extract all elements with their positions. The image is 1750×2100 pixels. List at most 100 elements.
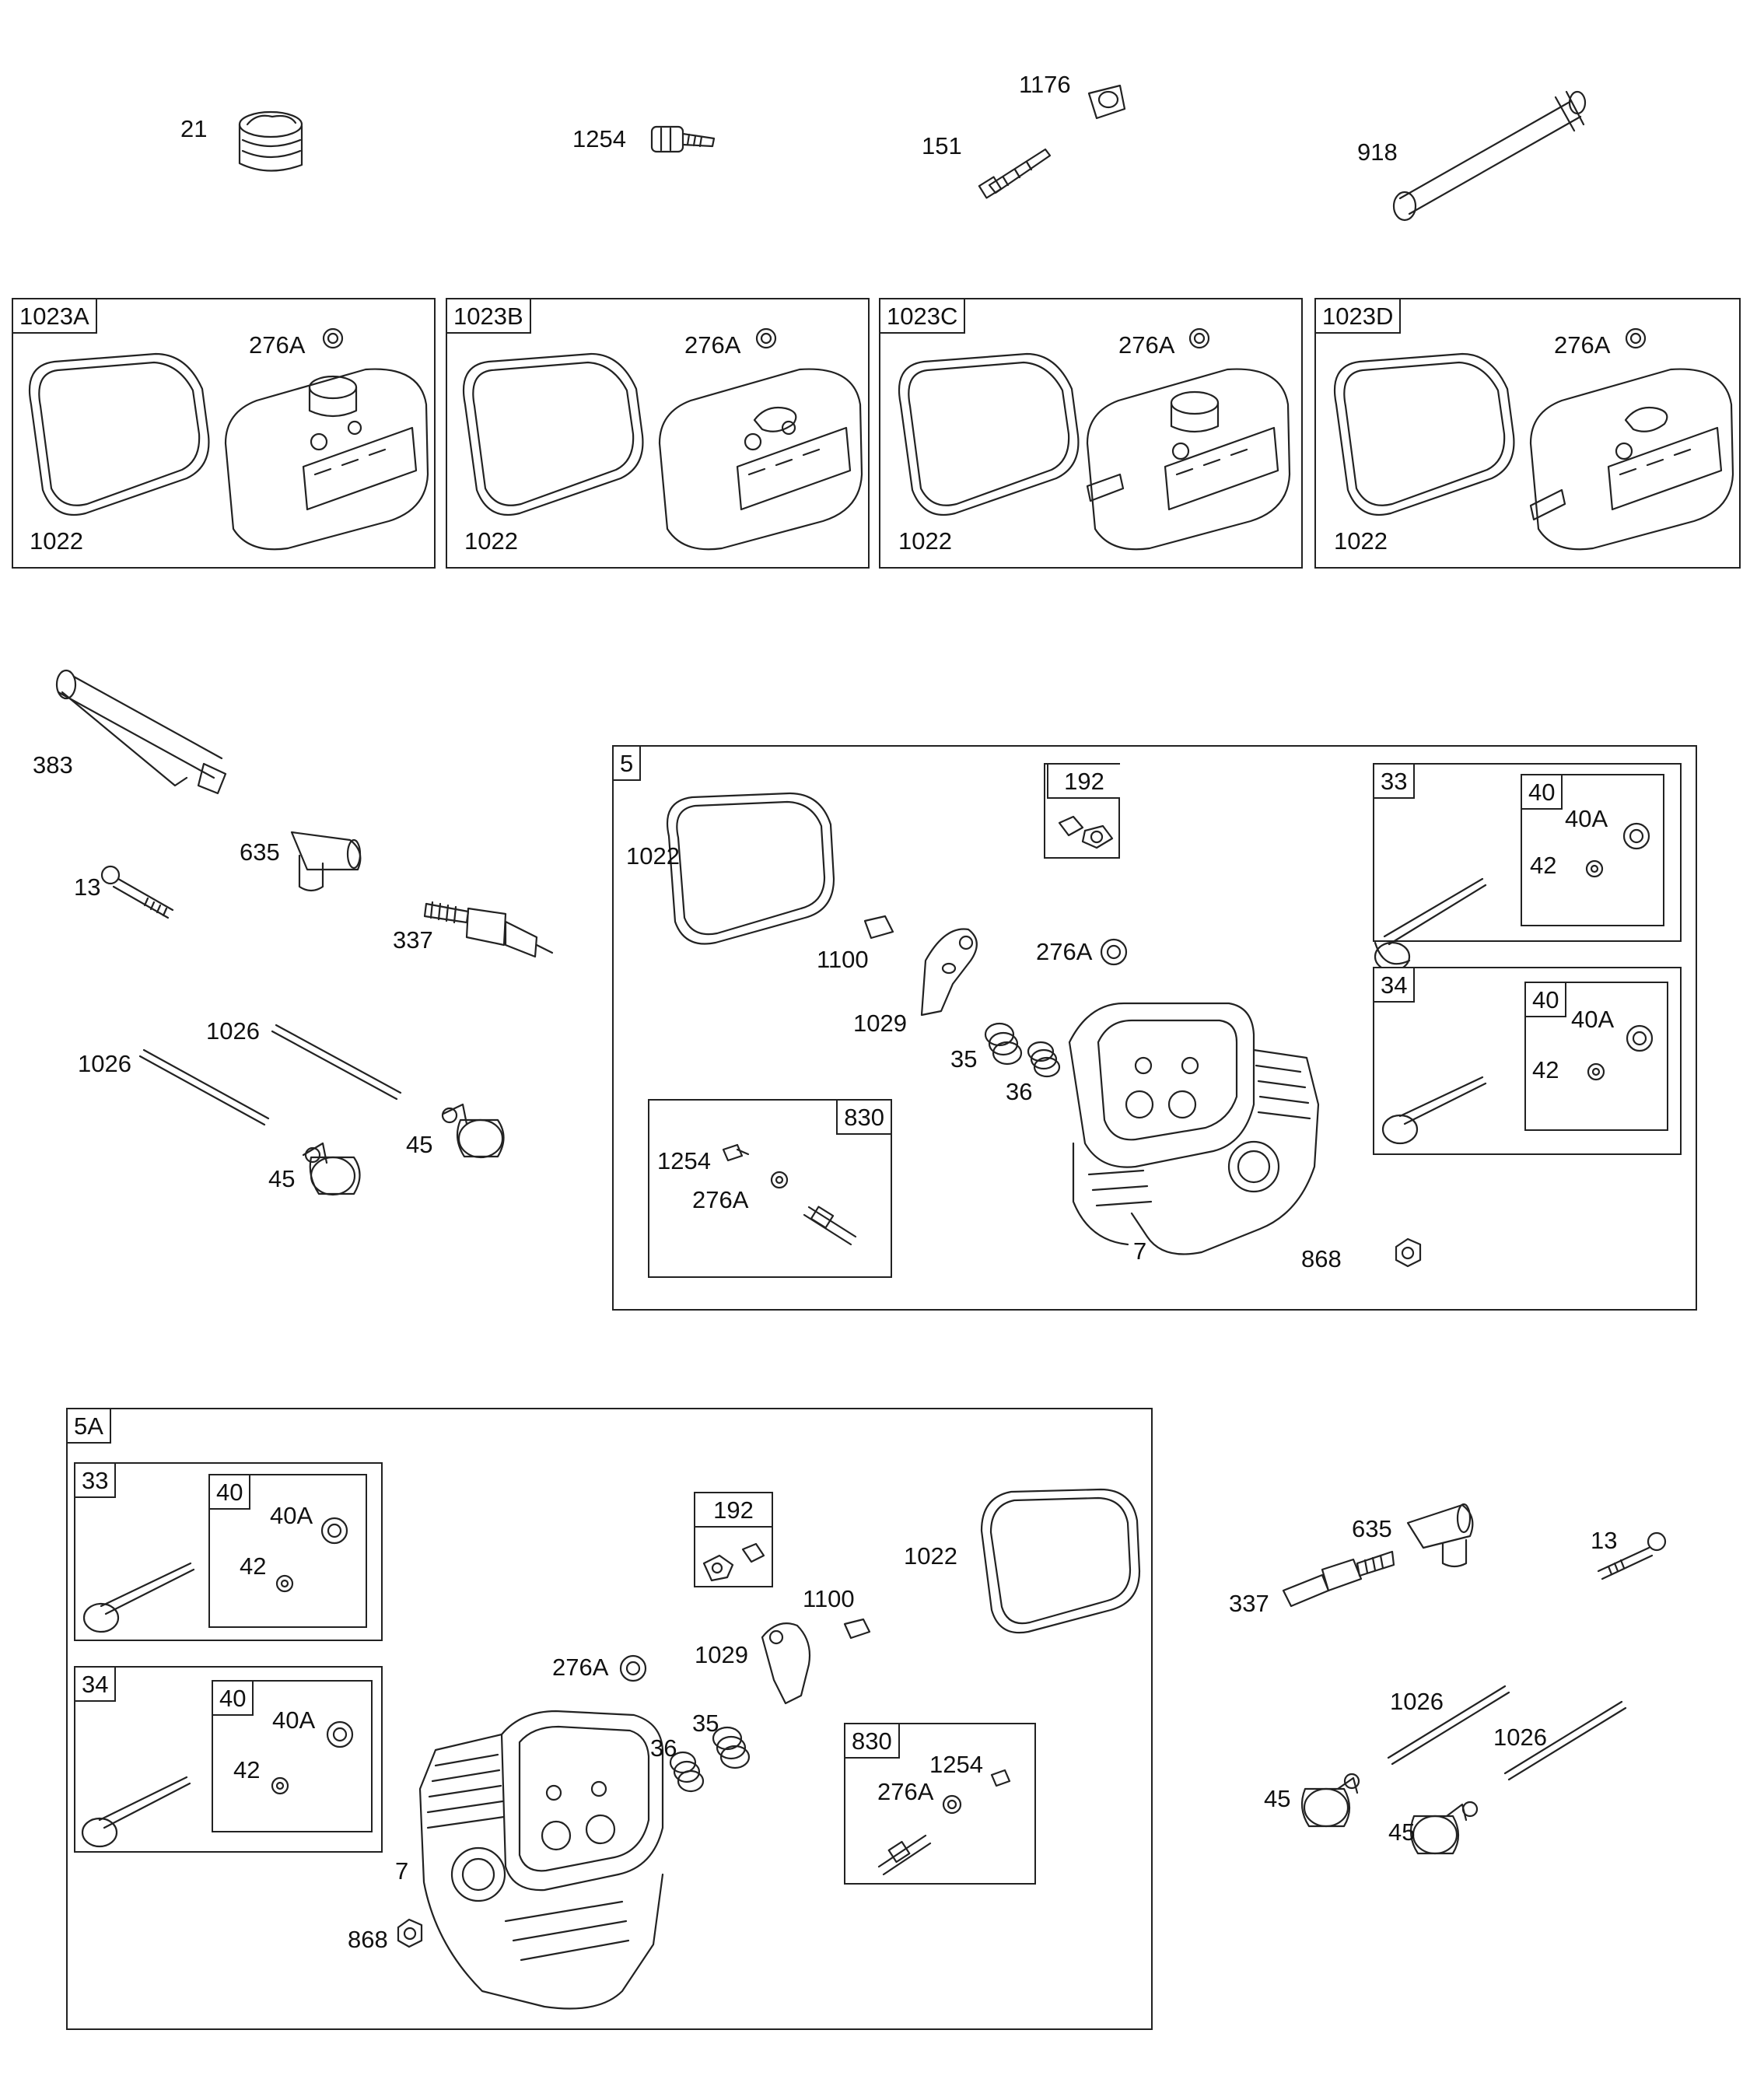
head-5a-stud-kit-box: 830: [844, 1723, 1036, 1885]
left-plug-label: 337: [393, 926, 433, 954]
kit-b-gasket-label: 1022: [464, 527, 518, 555]
kit-tag-1023c: 1023C: [880, 299, 966, 334]
head-5a-rocker-icon: [761, 1622, 811, 1705]
spark-plug-icon: [423, 901, 554, 958]
grommet-icon: [1087, 84, 1126, 120]
cover-1023a-icon: [224, 368, 429, 551]
head-5a-spring-a-label: 35: [692, 1710, 719, 1737]
part-label-151: 151: [922, 132, 962, 159]
kit-box-1023b: 1023B: [446, 298, 870, 569]
head-5-nut-icon: [1395, 1237, 1422, 1268]
right-bolt-label: 13: [1591, 1527, 1618, 1554]
head-5-rocker-label: 1029: [853, 1010, 907, 1037]
head-5-34-keeper-label: 42: [1532, 1056, 1559, 1083]
push-rod-a-icon: [138, 1048, 270, 1126]
spark-plug-boot-icon: [290, 831, 362, 892]
head-5a-nut-kit-tag: 192: [695, 1493, 772, 1528]
head-5a-keeper-kit-33-tag: 40: [210, 1475, 251, 1510]
right-boot-label: 635: [1352, 1515, 1392, 1542]
screw-icon: [650, 125, 716, 153]
head-5a-valve-34-tag: 34: [75, 1668, 117, 1702]
head-5-washer-label: 276A: [1036, 938, 1093, 965]
head-5a-keeper-kit-33-box: 40: [208, 1474, 367, 1628]
head-5a-nut-kit-icon: [702, 1542, 765, 1582]
head-5-cylinder-head-icon: [1068, 1002, 1320, 1255]
right-tappet-a-label: 45: [1264, 1785, 1291, 1812]
head-5-valve-34-tag: 34: [1374, 968, 1416, 1003]
head-5a-nut-label: 868: [348, 1926, 388, 1953]
assembly-box-5a: 5A: [66, 1408, 1153, 2030]
head-5-valve-33-icon: [1374, 877, 1487, 972]
cover-1023b-icon: [658, 368, 863, 551]
head-5a-gasket-icon: [980, 1488, 1141, 1634]
head-5a-keeper-kit-34-tag: 40: [213, 1682, 254, 1716]
left-rod-b-label: 1026: [206, 1017, 260, 1045]
head-5a-keeper-kit-34-box: 40: [212, 1680, 373, 1832]
kit-box-1023a: 1023A: [12, 298, 436, 569]
fitting-icon: [978, 148, 1052, 199]
right-plug-label: 337: [1229, 1590, 1269, 1617]
breather-tube-icon: [1392, 90, 1587, 222]
assembly-tag-5: 5: [614, 747, 642, 781]
head-5-spring-35-icon: [984, 1022, 1023, 1066]
head-5-nut-kit-icon: [1058, 815, 1114, 849]
left-bolt-label: 13: [74, 873, 101, 901]
head-5-valve-34-icon: [1381, 1076, 1487, 1145]
head-5a-stud-washer-label: 276A: [877, 1778, 934, 1805]
left-tappet-a-label: 45: [268, 1165, 296, 1192]
head-5a-34-retainer-label: 40A: [272, 1706, 316, 1734]
bolt-13-icon: [100, 865, 174, 919]
part-label-1176: 1176: [1019, 71, 1071, 98]
right-bolt-icon: [1597, 1531, 1667, 1580]
head-5-spring-36-icon: [1027, 1041, 1061, 1078]
kit-tag-1023b: 1023B: [447, 299, 531, 334]
head-5a-cylinder-head-icon: [418, 1710, 664, 2010]
right-tappet-b-label: 45: [1388, 1818, 1416, 1846]
right-boot-icon: [1406, 1503, 1474, 1568]
head-5a-valve-33-tag: 33: [75, 1464, 117, 1498]
head-5-valve-33-tag: 33: [1374, 765, 1416, 799]
head-5-keeper-kit-34-box: 40: [1524, 982, 1668, 1131]
head-5-stud-washer-label: 276A: [692, 1186, 749, 1213]
head-5a-nut-kit-box: 192: [694, 1492, 773, 1587]
cover-1023d-icon: [1529, 368, 1734, 551]
kit-a-gasket-label: 1022: [30, 527, 83, 555]
part-label-21: 21: [180, 115, 208, 142]
head-5-33-keeper-label: 42: [1530, 852, 1557, 879]
head-5a-valve-34-box: 34: [74, 1666, 383, 1853]
kit-box-1023c: 1023C: [879, 298, 1303, 569]
kit-tag-1023a: 1023A: [13, 299, 97, 334]
tappet-b-icon: [441, 1103, 505, 1159]
head-5-valve-34-box: 34: [1373, 967, 1682, 1155]
push-rod-b-icon: [271, 1024, 402, 1101]
head-5a-rocker-label: 1029: [695, 1641, 748, 1668]
head-5a-spring-36-icon: [669, 1751, 705, 1793]
cover-1023c-icon: [1086, 368, 1291, 551]
oil-fill-cap-icon: [238, 110, 303, 172]
head-5a-stud-kit-parts-icon: [877, 1769, 1011, 1876]
head-5-nut-kit-box: 192: [1044, 763, 1120, 859]
kit-c-washer-label: 276A: [1118, 331, 1175, 359]
kit-b-washer-label: 276A: [684, 331, 741, 359]
gasket-1023b-icon: [462, 352, 644, 516]
head-5a-34-keeper-label: 42: [233, 1756, 261, 1783]
head-5a-valve-33-icon: [82, 1562, 195, 1633]
head-5a-spring-b-label: 36: [650, 1734, 677, 1762]
head-5a-33-retainer-label: 40A: [270, 1502, 313, 1529]
head-5a-stud-kit-tag: 830: [845, 1724, 900, 1759]
right-tappet-b-icon: [1409, 1801, 1479, 1855]
left-tappet-b-label: 45: [406, 1131, 433, 1158]
tube-383-icon: [55, 669, 227, 795]
kit-a-washer-label: 276A: [249, 331, 306, 359]
head-5-stud-screw-label: 1254: [657, 1147, 711, 1174]
head-5-nut-kit-tag: 192: [1047, 765, 1120, 799]
part-label-1254: 1254: [572, 125, 626, 152]
left-rod-a-label: 1026: [78, 1050, 131, 1077]
head-5-33-retainer-label: 40A: [1565, 805, 1608, 832]
right-tappet-a-icon: [1300, 1773, 1360, 1828]
head-5-gasket-icon: [666, 792, 835, 945]
part-label-918: 918: [1357, 138, 1398, 166]
head-5-34-retainer-label: 40A: [1571, 1006, 1615, 1033]
